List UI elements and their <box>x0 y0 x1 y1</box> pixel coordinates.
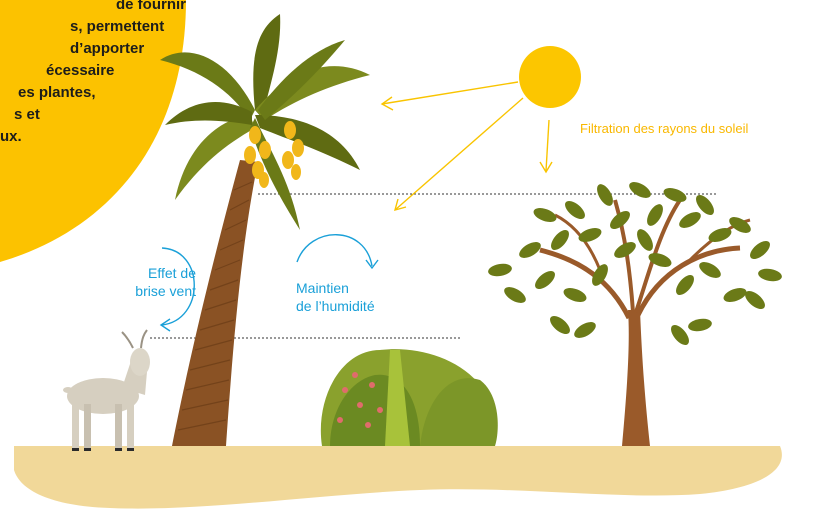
ground <box>14 446 782 509</box>
sun-icon <box>519 46 581 108</box>
humidity-label-line1: Maintien <box>296 279 416 297</box>
humidity-arrow-icon <box>297 235 378 268</box>
intro-line-6: s et <box>0 104 180 126</box>
sun-filter-label: Filtration des rayons du soleil <box>580 120 814 138</box>
intro-line-5: es plantes, <box>0 82 180 104</box>
palm-fronds <box>160 14 370 230</box>
intro-line-4: écessaire <box>0 60 180 82</box>
intro-line-7: ux. <box>0 126 180 148</box>
sun-ray-arrows <box>382 82 552 210</box>
windbreak-label-line2: brise vent <box>88 282 196 300</box>
intro-line-1: de fournir <box>0 0 180 16</box>
intro-line-2: s, permettent <box>0 16 180 38</box>
humidity-label-line2: de l’humidité <box>296 297 416 315</box>
windbreak-label: Effet de brise vent <box>88 264 196 300</box>
intro-text-block: de fournir s, permettent d’apporter éces… <box>0 0 180 148</box>
shrubs <box>321 349 498 446</box>
goat <box>63 330 150 451</box>
windbreak-label-line1: Effet de <box>88 264 196 282</box>
intro-line-3: d’apporter <box>0 38 180 60</box>
humidity-label: Maintien de l’humidité <box>296 279 416 315</box>
